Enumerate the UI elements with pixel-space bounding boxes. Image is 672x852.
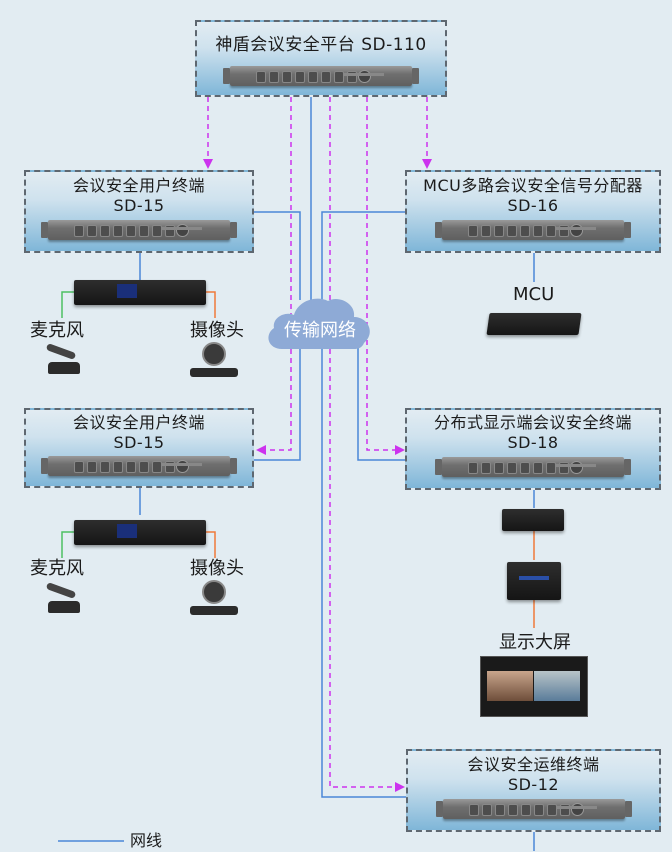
microphone-icon (44, 582, 82, 615)
user-terminal-1-node[interactable]: 会议安全用户终端 SD-15 (24, 170, 254, 253)
display-terminal-node[interactable]: 分布式显示端会议安全终端 SD-18 (405, 408, 661, 490)
camera-icon (188, 342, 240, 378)
microphone-icon (44, 343, 82, 376)
mic-label-2: 麦克风 (30, 558, 84, 579)
codec-device-1 (74, 280, 206, 305)
mic-label-1: 麦克风 (30, 320, 84, 341)
user-terminal-2-name: 会议安全用户终端 (72, 413, 205, 432)
display-terminal-model: SD-18 (507, 433, 559, 452)
network-cloud-label: 传输网络 (284, 320, 356, 341)
user-terminal-2-node[interactable]: 会议安全用户终端 SD-15 (24, 408, 254, 488)
user-terminal-2-rack-device (41, 456, 237, 476)
mcu-distributor-node[interactable]: MCU多路会议安全信号分配器 SD-16 (405, 170, 661, 253)
camera-label-2: 摄像头 (190, 558, 244, 579)
display-terminal-rack-device (435, 457, 631, 477)
mcu-distributor-rack-device (435, 220, 631, 240)
net-line-user2 (254, 345, 301, 461)
display-terminal-name: 分布式显示端会议安全终端 (433, 413, 632, 432)
ops-terminal-node[interactable]: 会议安全运维终端 SD-12 (406, 749, 661, 832)
big-screen-icon (480, 656, 588, 717)
network-cloud-icon (268, 298, 370, 349)
platform-node[interactable]: 神盾会议安全平台 SD-110 (195, 20, 447, 97)
camera-line-1 (206, 291, 216, 318)
user-terminal-1-name: 会议安全用户终端 (72, 176, 205, 195)
ops-terminal-rack-device (435, 799, 632, 819)
platform-rack-device (223, 66, 419, 86)
user-terminal-1-rack-device (41, 220, 237, 240)
net-line-user1 (254, 211, 301, 300)
ctrl-line-user2 (256, 97, 292, 455)
ops-terminal-name: 会议安全运维终端 (467, 755, 600, 774)
net-line-display (357, 345, 407, 461)
user-terminal-2-model: SD-15 (113, 433, 165, 452)
big-screen-label: 显示大屏 (499, 632, 571, 653)
decoder-device-icon (502, 509, 564, 531)
net-line-mcu (321, 211, 407, 300)
user-terminal-1-model: SD-15 (113, 196, 165, 215)
ops-terminal-model: SD-12 (507, 775, 560, 794)
mic-line-2 (61, 531, 74, 558)
mcu-distributor-name: MCU多路会议安全信号分配器 (423, 176, 643, 195)
codec-device-2 (74, 520, 206, 545)
ctrl-line-display (366, 97, 405, 455)
net-line-ops (321, 345, 407, 798)
mic-line-1 (61, 291, 74, 318)
platform-title: 神盾会议安全平台 SD-110 (215, 35, 427, 55)
mcu-label: MCU (513, 284, 555, 305)
camera-icon (188, 580, 240, 616)
mcu-distributor-model: SD-16 (507, 196, 559, 215)
matrix-device-icon (507, 562, 561, 600)
mcu-device-icon (486, 313, 582, 335)
legend-network-cable-label: 网线 (130, 831, 163, 850)
camera-label-1: 摄像头 (190, 320, 244, 341)
camera-line-2 (206, 531, 216, 558)
